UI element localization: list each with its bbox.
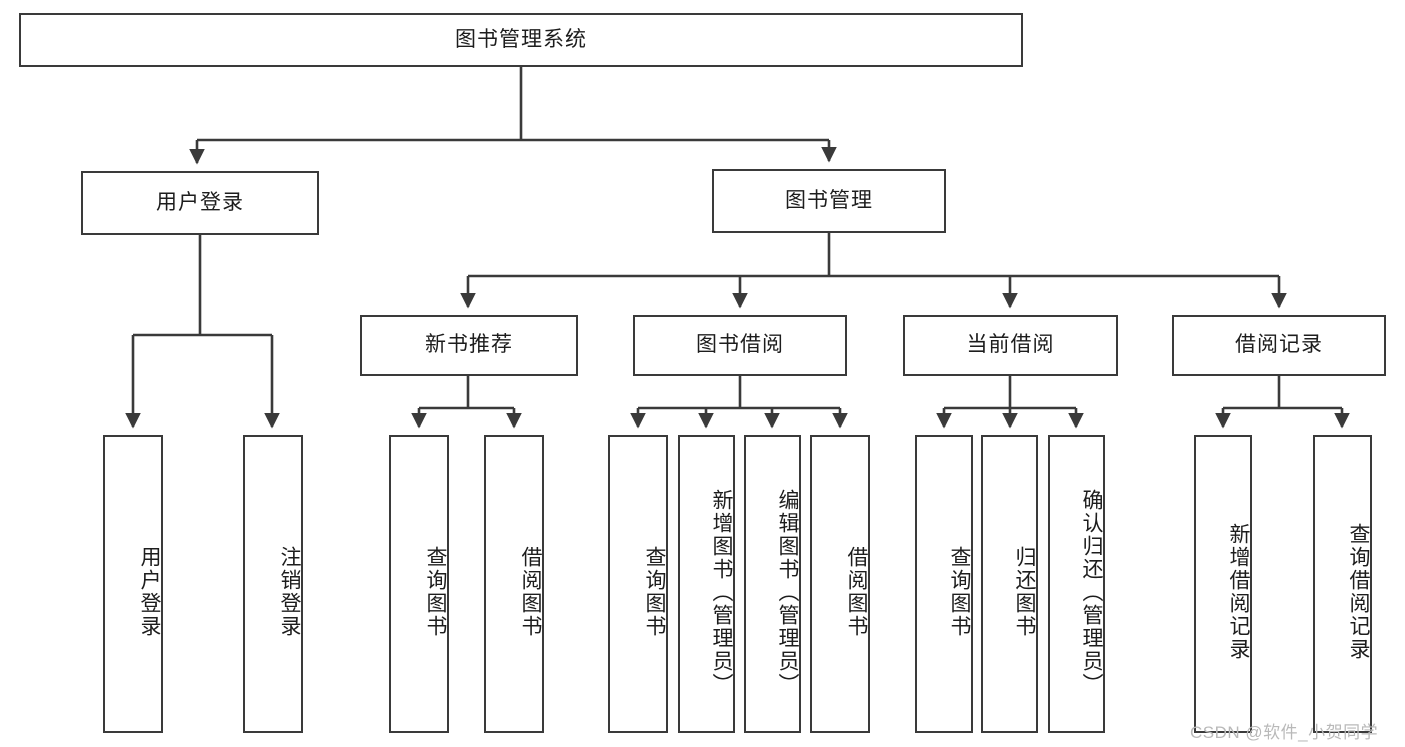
node-new-book-rec[interactable]: 新书推荐 xyxy=(360,315,578,376)
leaf-user-login[interactable]: 用户登录 xyxy=(103,435,163,733)
leaf-query-book-1[interactable]: 查询图书 xyxy=(389,435,449,733)
leaf-borrow-book-2-label: 借阅图书 xyxy=(845,546,868,638)
leaf-return-book[interactable]: 归还图书 xyxy=(981,435,1038,733)
leaf-user-login-label: 用户登录 xyxy=(138,546,161,638)
leaf-borrow-book-2[interactable]: 借阅图书 xyxy=(810,435,870,733)
node-book-manage[interactable]: 图书管理 xyxy=(712,169,946,233)
leaf-add-book[interactable]: 新增图书（管理员） xyxy=(678,435,735,733)
node-borrow-record[interactable]: 借阅记录 xyxy=(1172,315,1386,376)
leaf-query-book-1-label: 查询图书 xyxy=(424,546,447,638)
node-user-login-label: 用户登录 xyxy=(156,190,244,214)
leaf-query-book-3-label: 查询图书 xyxy=(948,546,971,638)
leaf-query-book-3[interactable]: 查询图书 xyxy=(915,435,973,733)
node-book-manage-label: 图书管理 xyxy=(785,188,873,212)
node-current-borrow[interactable]: 当前借阅 xyxy=(903,315,1118,376)
node-book-borrow-label: 图书借阅 xyxy=(696,333,784,357)
leaf-confirm-return[interactable]: 确认归还（管理员） xyxy=(1048,435,1105,733)
leaf-edit-book[interactable]: 编辑图书（管理员） xyxy=(744,435,801,733)
leaf-user-logout-label: 注销登录 xyxy=(278,546,301,638)
csdn-watermark: CSDN @软件_小贺同学 xyxy=(1190,723,1379,742)
node-current-borrow-label: 当前借阅 xyxy=(966,333,1055,357)
node-borrow-record-label: 借阅记录 xyxy=(1235,333,1323,357)
leaf-add-book-label: 新增图书（管理员） xyxy=(710,488,733,696)
leaf-query-book-2-label: 查询图书 xyxy=(643,546,666,638)
leaf-query-record-label: 查询借阅记录 xyxy=(1347,523,1370,661)
leaf-borrow-book-1[interactable]: 借阅图书 xyxy=(484,435,544,733)
leaf-return-book-label: 归还图书 xyxy=(1013,546,1036,638)
leaf-query-record[interactable]: 查询借阅记录 xyxy=(1313,435,1372,733)
leaf-borrow-book-1-label: 借阅图书 xyxy=(519,546,542,638)
node-user-login[interactable]: 用户登录 xyxy=(81,171,319,235)
node-book-borrow[interactable]: 图书借阅 xyxy=(633,315,847,376)
leaf-confirm-return-label: 确认归还（管理员） xyxy=(1080,488,1103,696)
node-root[interactable]: 图书管理系统 xyxy=(19,13,1023,67)
node-new-book-rec-label: 新书推荐 xyxy=(425,333,513,357)
leaf-edit-book-label: 编辑图书（管理员） xyxy=(776,488,799,696)
leaf-add-record-label: 新增借阅记录 xyxy=(1227,523,1250,661)
node-root-label: 图书管理系统 xyxy=(455,27,587,51)
leaf-add-record[interactable]: 新增借阅记录 xyxy=(1194,435,1252,733)
leaf-query-book-2[interactable]: 查询图书 xyxy=(608,435,668,733)
leaf-user-logout[interactable]: 注销登录 xyxy=(243,435,303,733)
